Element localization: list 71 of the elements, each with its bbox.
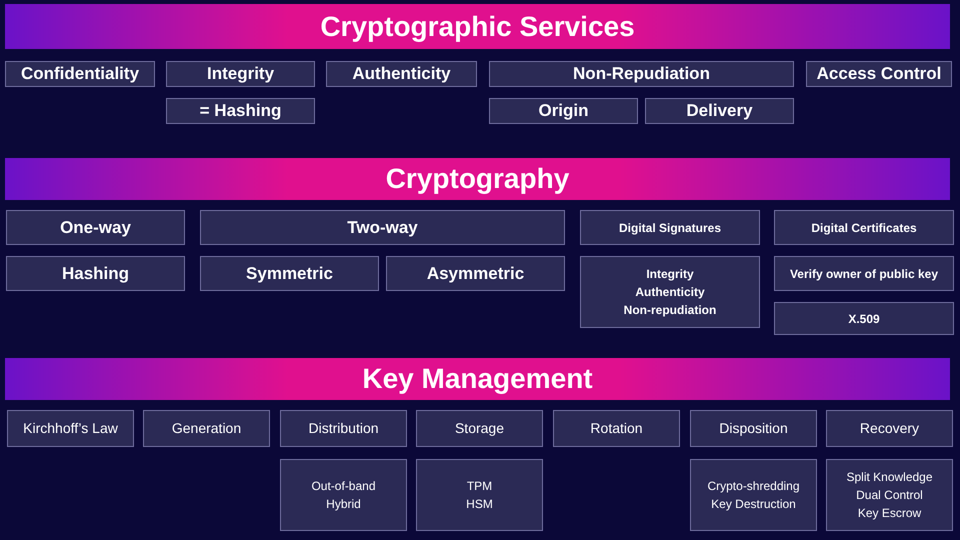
category-box (6, 210, 185, 245)
detail-box (826, 459, 953, 531)
box-text: Authenticity (635, 284, 705, 301)
category-box (5, 61, 155, 87)
box-text: Integrity (206, 63, 274, 86)
box-text: Delivery (686, 100, 753, 122)
category-box (806, 61, 952, 87)
box-text: Recovery (860, 419, 920, 438)
section-banner (5, 158, 950, 200)
box-text: Rotation (590, 419, 643, 438)
category-box (326, 61, 477, 87)
box-text: Digital Certificates (811, 220, 917, 236)
section-title: Key Management (362, 362, 593, 396)
box-text: Verify owner of public key (790, 266, 938, 282)
section-banner (5, 358, 950, 400)
box-text: Split Knowledge (846, 469, 933, 486)
category-box (166, 61, 315, 87)
box-text: Non-Repudiation (573, 63, 710, 86)
category-box (386, 256, 565, 291)
info-box (774, 210, 954, 245)
category-box (826, 410, 953, 447)
box-text: = Hashing (200, 100, 282, 122)
box-text: Origin (538, 100, 589, 122)
box-text: Hashing (62, 262, 130, 285)
category-box (6, 256, 185, 291)
box-text: Disposition (719, 419, 788, 438)
category-box (489, 98, 638, 124)
box-text: Key Escrow (858, 505, 922, 522)
category-box (489, 61, 794, 87)
category-box (200, 256, 379, 291)
box-text: Confidentiality (20, 63, 140, 86)
category-box (553, 410, 680, 447)
box-text: X.509 (848, 310, 880, 328)
box-text: Kirchhoff’s Law (23, 419, 118, 438)
category-box (166, 98, 315, 124)
info-box (774, 302, 954, 335)
box-text: Key Destruction (711, 496, 796, 513)
box-text: Out-of-band (311, 478, 376, 495)
box-text: Dual Control (856, 487, 923, 504)
detail-box (690, 459, 817, 531)
detail-box (416, 459, 543, 531)
box-text: Non-repudiation (624, 302, 716, 319)
section-title: Cryptography (386, 162, 570, 196)
box-text: Access Control (816, 63, 942, 86)
box-text: HSM (466, 496, 493, 513)
box-text: Storage (454, 419, 504, 438)
box-text: Authenticity (352, 63, 451, 86)
box-text: Distribution (308, 419, 379, 438)
category-box (7, 410, 134, 447)
info-box (580, 256, 760, 328)
info-box (580, 210, 760, 245)
category-box (416, 410, 543, 447)
box-text: Hybrid (326, 496, 361, 513)
category-box (645, 98, 794, 124)
box-text: Two-way (347, 216, 418, 239)
section-title: Cryptographic Services (320, 10, 635, 44)
box-text: Asymmetric (426, 262, 524, 285)
category-box (200, 210, 565, 245)
box-text: Integrity (646, 266, 694, 283)
info-box (774, 256, 954, 291)
detail-box (280, 459, 407, 531)
box-text: Digital Signatures (618, 220, 722, 236)
box-text: One-way (60, 216, 131, 239)
box-text: Symmetric (246, 262, 333, 285)
category-box (143, 410, 270, 447)
section-banner (5, 4, 950, 49)
box-text: Crypto-shredding (707, 478, 800, 495)
box-text: Generation (172, 419, 242, 438)
box-text: TPM (466, 478, 492, 495)
category-box (280, 410, 407, 447)
category-box (690, 410, 817, 447)
